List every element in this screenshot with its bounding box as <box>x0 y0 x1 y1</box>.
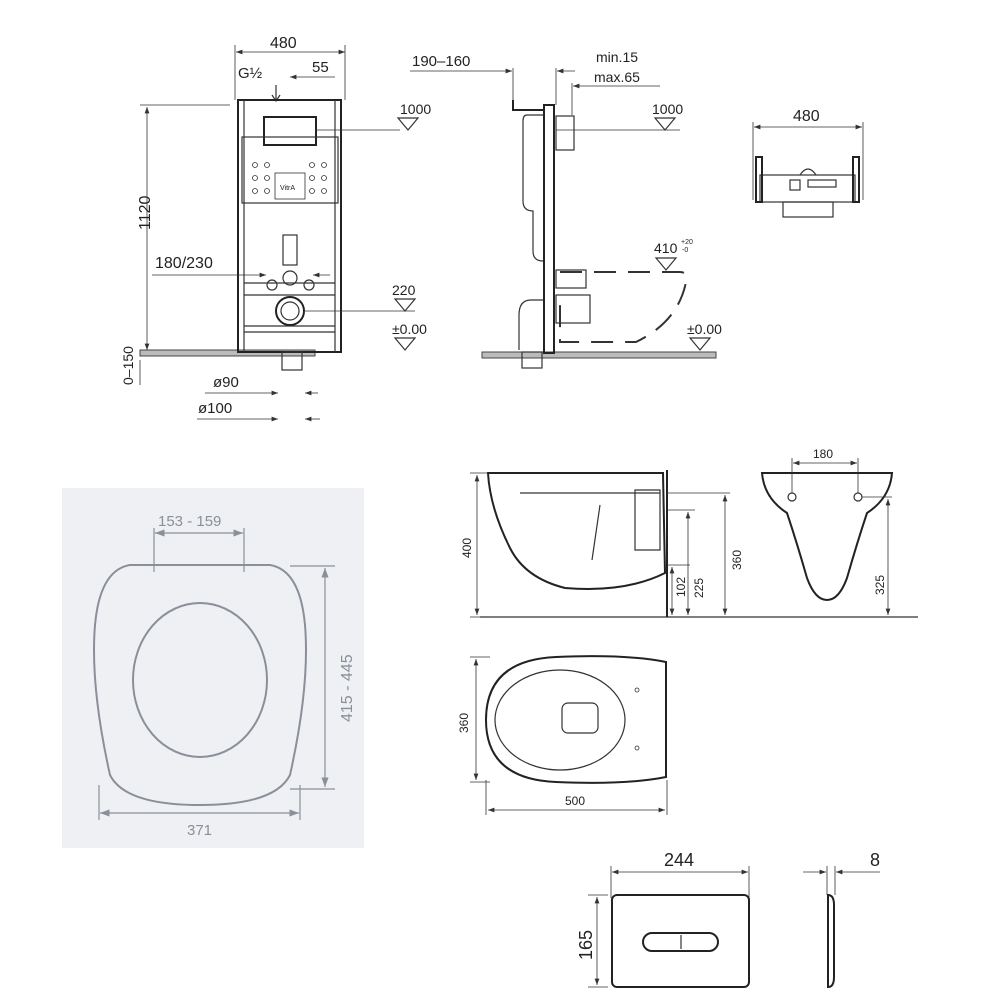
dim-seat-width: 371 <box>187 822 212 839</box>
dim-plate-height: 165 <box>576 930 596 960</box>
dim-top-bowl-length: 500 <box>565 794 585 808</box>
dim-seat-length: 415 - 445 <box>339 654 356 722</box>
flush-plate-side <box>827 893 835 989</box>
bowl-top-view: 360 500 <box>457 655 668 815</box>
dim-inlet: G½ <box>238 65 263 82</box>
seat-view: 153 - 159 415 - 445 371 <box>62 488 364 848</box>
inlet-arrow-icon <box>271 85 281 103</box>
brand-logo: VitrA <box>280 185 295 192</box>
flush-plate-outline <box>611 894 750 988</box>
flush-opening <box>263 116 317 146</box>
bowl-side-view: 400 360 102 225 <box>460 470 918 618</box>
dim-floor-range: 0–150 <box>120 346 136 385</box>
dim-bolt-spacing: 180/230 <box>155 255 213 272</box>
seat-opening <box>132 602 268 758</box>
bowl-back-view: 180 325 <box>760 447 894 615</box>
dim-depth: 190–160 <box>412 53 470 70</box>
bowl-back-outline <box>760 472 894 602</box>
bowl-top-outline <box>484 655 667 784</box>
dim-offset: 55 <box>312 59 329 76</box>
dim-drain-a: 102 <box>674 577 688 597</box>
dim-inlet-height: 360 <box>730 550 744 570</box>
dim-pipe-small: ø90 <box>213 374 239 391</box>
dim-hinge-spacing: 153 - 159 <box>158 513 221 530</box>
dim-top-bowl-width: 360 <box>457 713 471 733</box>
dim-back-bolt: 180 <box>813 447 833 461</box>
frame-top-view: 480 <box>752 108 864 218</box>
level-marker-icon <box>396 117 420 131</box>
level-floor: ±0.00 <box>392 321 427 337</box>
frame-front-view: 480 G½ 55 VitrA 1120 0–150 180/230 1 <box>120 35 431 422</box>
flush-plate-view: 244 165 8 <box>576 850 880 989</box>
frame-side-view: 190–160 min.15 max.65 1000 410 +20 -0 ±0… <box>410 49 722 369</box>
flush-button <box>642 932 719 952</box>
level-floor-side: ±0.00 <box>687 321 722 337</box>
dim-bowl-height: 400 <box>460 538 474 558</box>
tank-perforations <box>252 162 327 194</box>
dim-plate-width: 244 <box>664 850 694 870</box>
dim-pipe-large: ø100 <box>198 400 232 417</box>
dim-back-bolt-height: 325 <box>873 575 887 595</box>
dim-plate-depth: 8 <box>870 850 880 870</box>
dim-drain-b: 225 <box>692 578 706 598</box>
level-top-side: 1000 <box>652 101 683 117</box>
bowl-side-outline <box>486 472 667 590</box>
level-seat: 410 <box>654 240 678 256</box>
level-top: 1000 <box>400 101 431 117</box>
frame-outline <box>237 99 342 353</box>
dim-wall-min: min.15 <box>596 49 638 65</box>
seat-tol-minus: -0 <box>682 247 688 254</box>
level-drain: 220 <box>392 282 416 298</box>
seat-outline <box>93 564 307 807</box>
dim-width: 480 <box>270 35 297 52</box>
seat-tol-plus: +20 <box>681 239 693 246</box>
dim-wall-max: max.65 <box>594 69 640 85</box>
dim-top-width: 480 <box>793 108 820 125</box>
dim-height: 1120 <box>137 195 154 230</box>
seat-panel <box>62 488 364 848</box>
